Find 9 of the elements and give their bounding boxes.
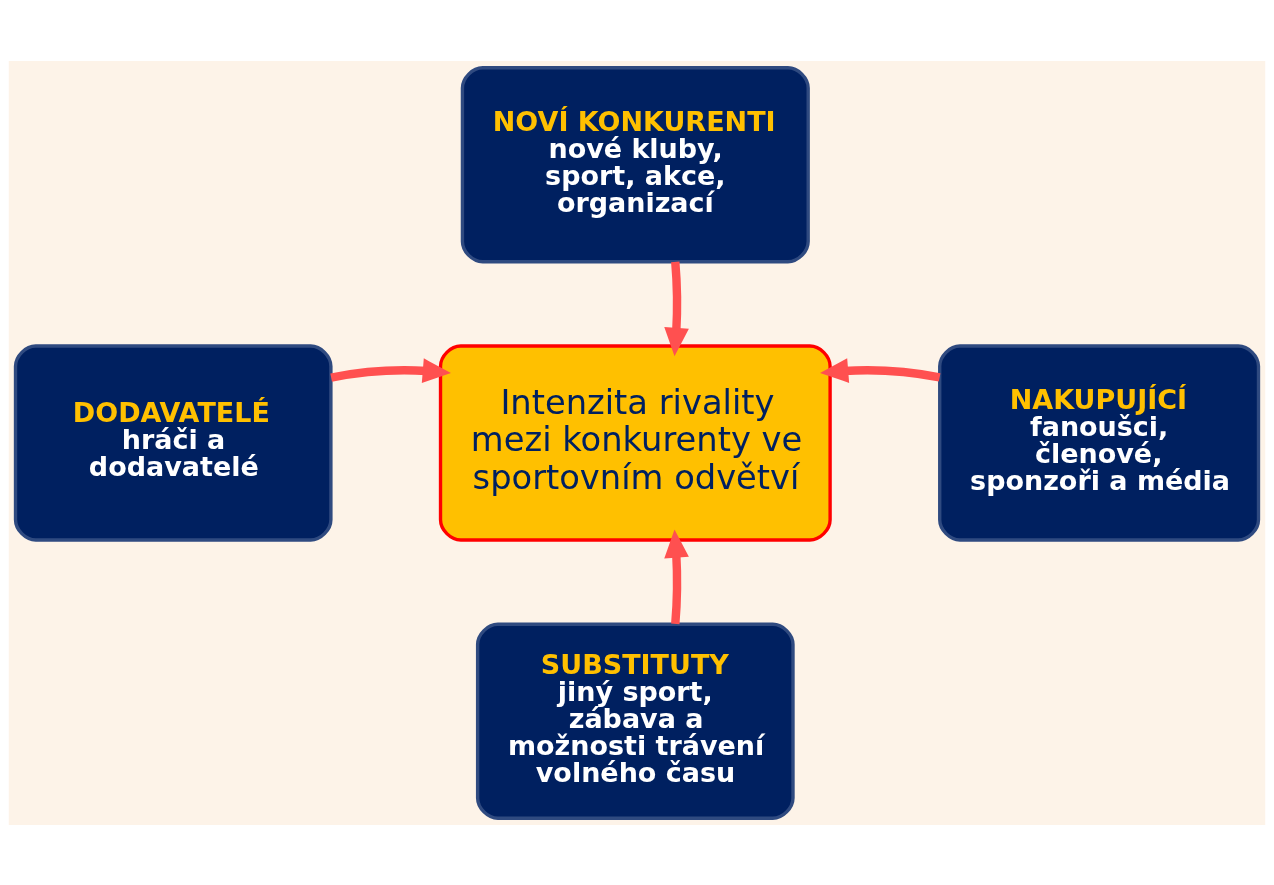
- node-box: NOVÍ KONKURENTI nové kluby, sport, akce, organizací: [460, 65, 810, 263]
- node-box: Intenzita rivality mezi konkurenty ve sportovním odvětví: [438, 343, 832, 542]
- node-box: DODAVATELÉ hráči a dodavatelé: [13, 343, 333, 542]
- arrow: [664, 529, 689, 624]
- node-box: SUBSTITUTY jiný sport, zábava a možnosti trávení volného času: [475, 622, 795, 820]
- arrow: [664, 260, 689, 356]
- arrow: [330, 357, 451, 383]
- arrow: [820, 357, 941, 383]
- node-box: NAKUPUJÍCÍ fanoušci, členové, sponzoři a média: [938, 343, 1261, 542]
